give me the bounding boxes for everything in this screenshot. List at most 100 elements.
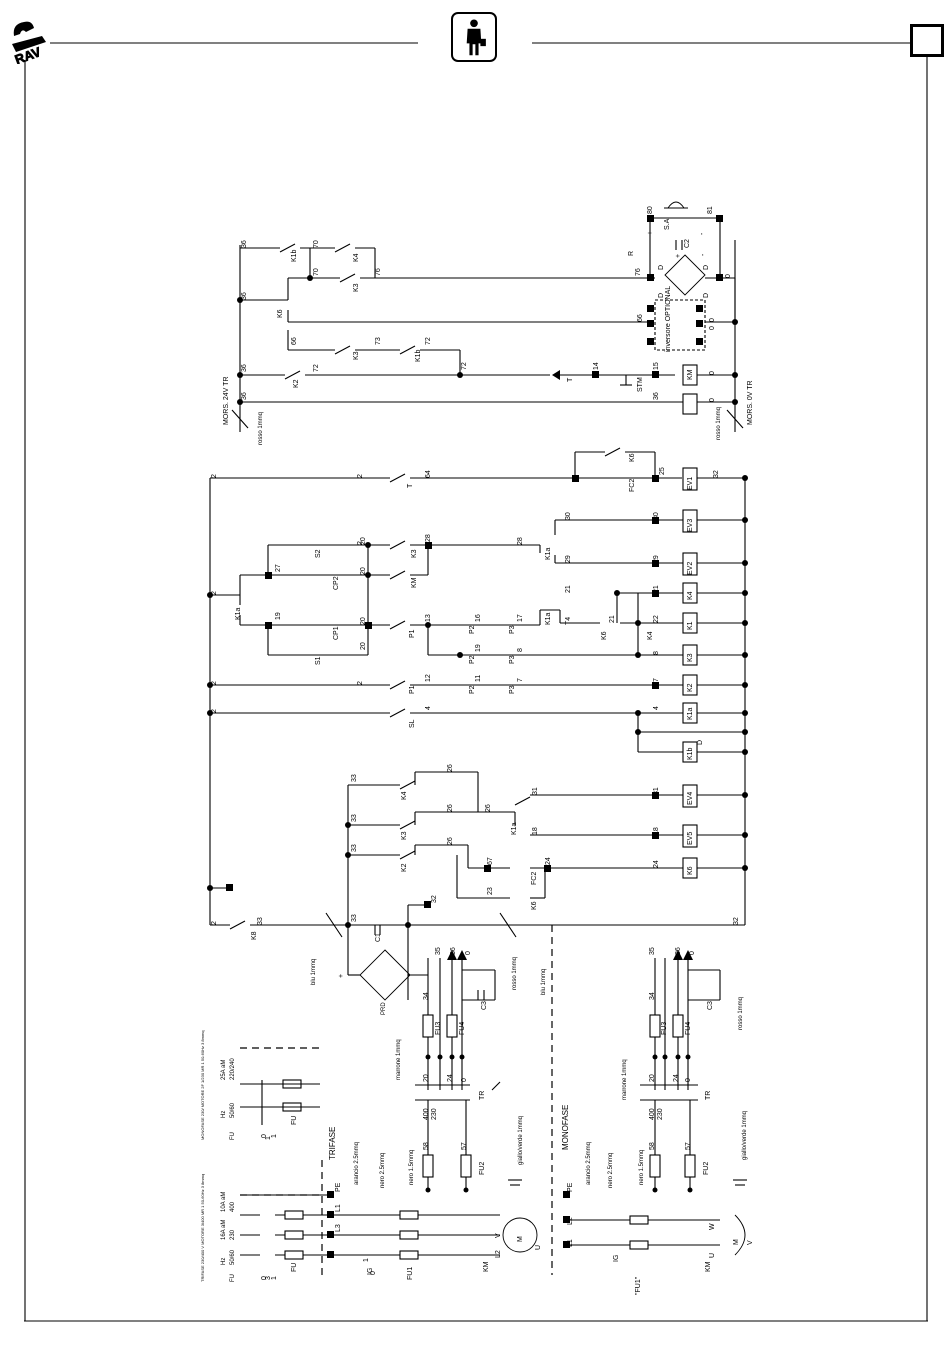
component-label: T xyxy=(567,377,574,382)
fuse-table-cell: 400 xyxy=(230,1201,236,1212)
component-label: K3 xyxy=(353,283,360,292)
wire-number: 81 xyxy=(707,206,714,214)
terminal-label-24v: MORS. 24V TR xyxy=(223,377,230,426)
switch-label: P3 xyxy=(509,655,516,664)
wire-number: 72 xyxy=(313,364,320,372)
wire-number: 0 xyxy=(709,318,716,322)
wire-number: 36 xyxy=(241,392,248,400)
component-label: K6 xyxy=(277,309,284,318)
wire-number: 32 xyxy=(733,917,740,925)
wire-number: 4 xyxy=(653,706,660,710)
wire-color-label: rosso 1mmq xyxy=(512,957,518,990)
switch-label: P2 xyxy=(469,625,476,634)
wire-number: 19 xyxy=(275,612,282,620)
wire-color-label: blu 1mmq xyxy=(541,969,547,995)
component-label: FU2 xyxy=(703,1162,710,1175)
wire-number: 0 xyxy=(709,371,716,375)
wire-number: 33 xyxy=(351,914,358,922)
wire-number: 21 xyxy=(653,585,660,593)
wire-number: - xyxy=(405,992,412,995)
switch-label: T xyxy=(407,483,414,488)
wire-number: 35 xyxy=(435,947,442,955)
wire-color-label: rosso 1mmq xyxy=(716,407,722,440)
wire-number: 230 xyxy=(657,1108,664,1120)
wire-number: 22 xyxy=(653,615,660,623)
switch-label: P3 xyxy=(509,625,516,634)
wire-number: 30 xyxy=(653,512,660,520)
relay-coil-label: K1 xyxy=(687,621,694,630)
wire-number: 76 xyxy=(375,268,382,276)
wire-number: 36 xyxy=(653,392,660,400)
wire-number: 1 xyxy=(271,1276,278,1280)
fuse-table-cell: 220/240 xyxy=(230,1058,236,1080)
control-top-section xyxy=(231,201,744,432)
wire-number: 0 xyxy=(725,274,732,278)
wire-number: 0 xyxy=(370,1271,377,1275)
wire-number: 36 xyxy=(675,947,682,955)
wire-number: 28 xyxy=(517,537,524,545)
wire-number: 26 xyxy=(447,804,454,812)
component-label: KM xyxy=(705,1261,712,1272)
relay-coil-label: K2 xyxy=(687,683,694,692)
wire-number: 73 xyxy=(375,337,382,345)
wire-number: 1 xyxy=(363,1258,370,1262)
wire-color-label: giallo/verde 1mmq xyxy=(518,1116,524,1165)
wire-number: 0 xyxy=(685,1078,692,1082)
wire-number: 400 xyxy=(649,1108,656,1120)
operator-manual-icon xyxy=(451,12,497,62)
wire-number: 8 xyxy=(653,651,660,655)
wire-number: 2 xyxy=(211,921,218,925)
wire-color-label: PRD xyxy=(381,1002,387,1015)
switch-label: K4 xyxy=(401,791,408,800)
component-label: W xyxy=(709,1223,716,1230)
switch-label: FC2 xyxy=(629,479,636,492)
switch-label: P1 xyxy=(409,685,416,694)
switch-label: P1 xyxy=(409,629,416,638)
wire-color-label: marrone 1mmq xyxy=(622,1059,628,1100)
component-label: TR xyxy=(705,1091,712,1100)
fuse-table-cell: 16A aM xyxy=(221,1220,227,1240)
relay-coil-label: K1a xyxy=(687,707,694,720)
switch-label: P2 xyxy=(469,685,476,694)
component-label: FU4 xyxy=(459,1022,466,1035)
component-label: K2 xyxy=(293,379,300,388)
wire-number: 31 xyxy=(532,787,539,795)
component-label: inversore OPTIONAL xyxy=(665,286,672,352)
wire-number: 24 xyxy=(447,1074,454,1082)
wire-number: 29 xyxy=(565,555,572,563)
wire-number: + xyxy=(338,974,345,978)
switch-label: K1a xyxy=(545,547,552,560)
wire-number: 34 xyxy=(649,992,656,1000)
switch-label: P3 xyxy=(509,685,516,694)
terminal-label-0v: MORS. 0V TR xyxy=(747,380,754,425)
component-label: IG xyxy=(367,1268,374,1275)
component-label: TR xyxy=(479,1091,486,1100)
wire-number: 67 xyxy=(487,857,494,865)
wire-number: 20 xyxy=(649,1074,656,1082)
component-label: L2 xyxy=(495,1250,502,1258)
component-label: U xyxy=(709,1253,716,1258)
wire-number: 18 xyxy=(653,827,660,835)
component-label: FU4 xyxy=(685,1022,692,1035)
wire-number: 11 xyxy=(475,675,482,682)
component-label: FU3 xyxy=(435,1022,442,1035)
component-label: D xyxy=(703,265,710,270)
switch-label: SL xyxy=(409,719,416,728)
wire-number: 20 xyxy=(360,642,367,650)
wire-color-label: nero 2.5mmq xyxy=(608,1153,614,1188)
switch-label: K6 xyxy=(629,453,636,462)
wire-number: 36 xyxy=(241,364,248,372)
wire-number: 20 xyxy=(360,537,367,545)
wire-number: 24 xyxy=(673,1074,680,1082)
component-label: IG xyxy=(613,1255,620,1262)
component-label: D xyxy=(658,265,665,270)
wire-number: 72 xyxy=(425,337,432,345)
wire-number: 70 xyxy=(313,240,320,248)
monofase-title: MONOFASE xyxy=(561,1105,570,1150)
wire-number: 29 xyxy=(653,555,660,563)
switch-label: CP2 xyxy=(333,576,340,590)
wire-number: 21 xyxy=(609,615,616,623)
wire-number: 7 xyxy=(517,678,524,682)
component-label: R xyxy=(628,251,635,256)
